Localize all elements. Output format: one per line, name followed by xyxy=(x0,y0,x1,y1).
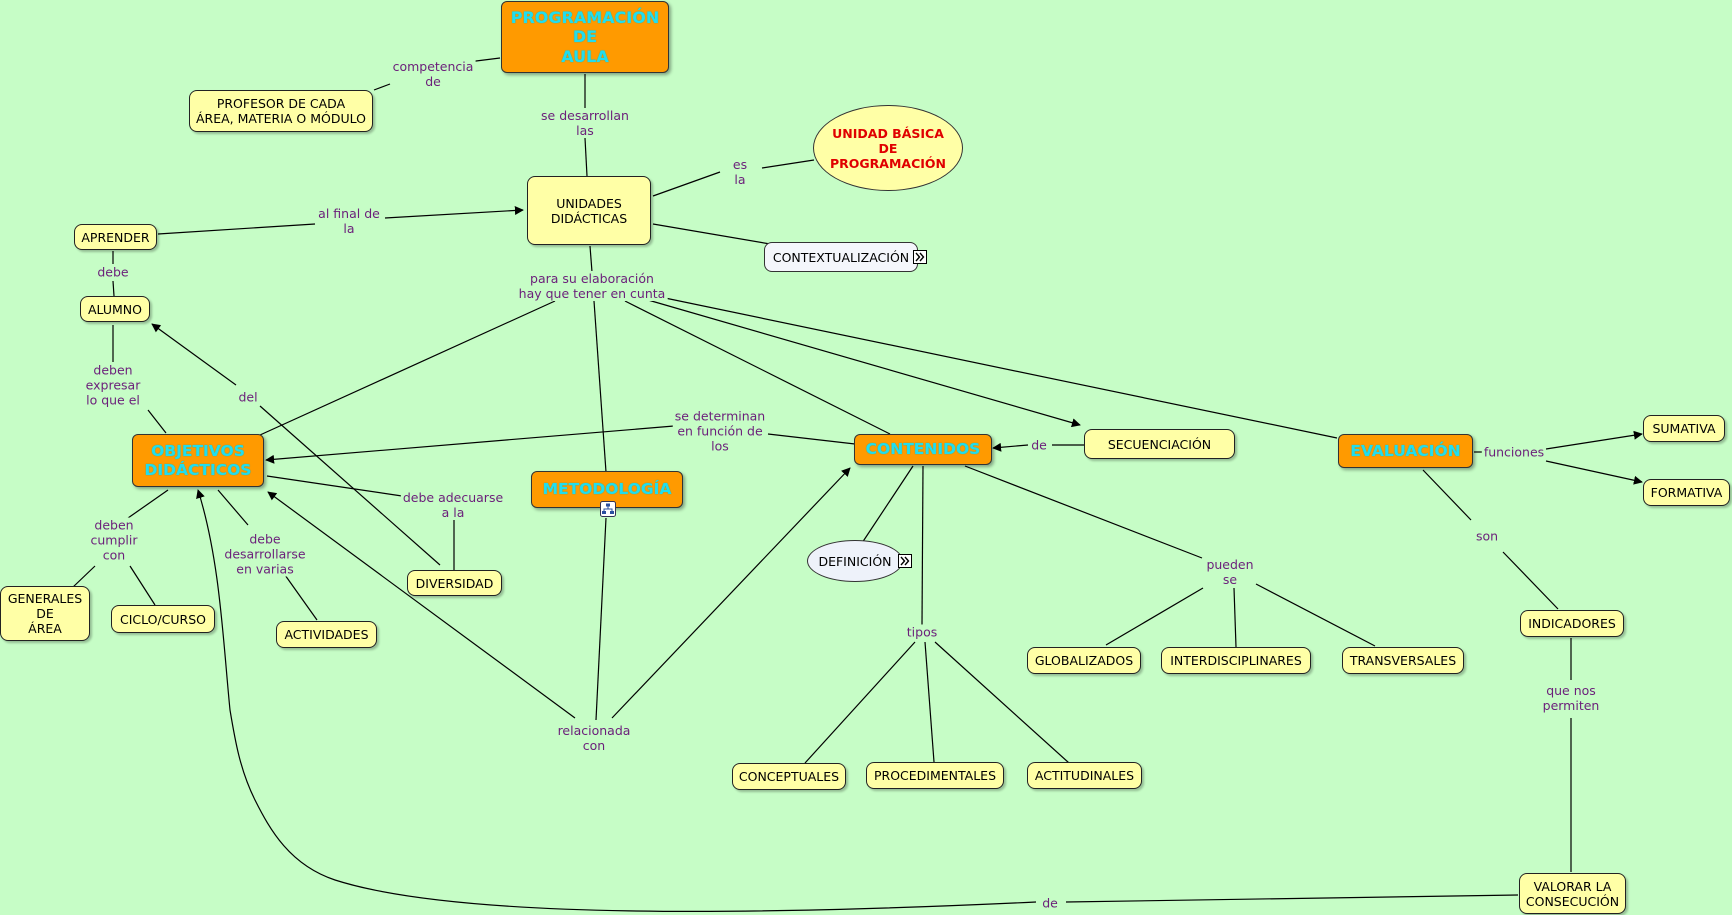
link-de-valorar: de xyxy=(1040,895,1060,911)
node-programacion-de-aula[interactable]: PROGRAMACIÓN DE AULA xyxy=(501,1,669,73)
edge-parasu-secuenciacion xyxy=(647,299,1081,428)
node-indicadores[interactable]: INDICADORES xyxy=(1520,610,1624,637)
node-transversales[interactable]: TRANSVERSALES xyxy=(1342,647,1464,674)
edge-unidades-esla xyxy=(652,171,721,197)
node-valorar-consecucion[interactable]: VALORAR LA CONSECUCIÓN xyxy=(1519,873,1626,914)
link-competencia-de: competencia de xyxy=(390,59,476,89)
edge-aprender-alfinal xyxy=(157,223,316,235)
edge-parasu-contenidos xyxy=(624,300,891,435)
contextualizacion-label: CONTEXTUALIZACIÓN xyxy=(772,249,910,265)
edge-funciones-sumativa xyxy=(1545,430,1643,450)
edge-cumplir-ciclo xyxy=(129,565,156,606)
edge-relacionada-contenidos xyxy=(611,467,851,719)
node-secuenciacion[interactable]: SECUENCIACIÓN xyxy=(1084,429,1235,459)
node-procedimentales[interactable]: PROCEDIMENTALES xyxy=(866,762,1004,789)
edge-cumplir-generales xyxy=(71,565,96,589)
node-definicion[interactable]: DEFINICIÓN xyxy=(807,540,903,582)
edge-de-contenidos xyxy=(992,442,1029,452)
node-globalizados[interactable]: GLOBALIZADOS xyxy=(1027,647,1141,674)
edge-contenidos-definicion xyxy=(861,465,914,544)
node-ciclo-curso[interactable]: CICLO/CURSO xyxy=(111,605,215,633)
edge-alfinal-unidades xyxy=(384,205,524,219)
node-sumativa[interactable]: SUMATIVA xyxy=(1643,415,1725,442)
edge-parasu-objetivos xyxy=(259,300,556,436)
double-chevron-icon[interactable] xyxy=(898,554,912,568)
double-chevron-icon[interactable] xyxy=(913,250,927,264)
node-alumno[interactable]: ALUMNO xyxy=(80,296,150,322)
node-unidad-basica[interactable]: UNIDAD BÁSICA DE PROGRAMACIÓN xyxy=(813,105,963,191)
edge-valorar-de xyxy=(1065,894,1519,903)
edge-tipos-actitudinales xyxy=(934,641,1070,764)
edge-deben-objetivos xyxy=(147,409,167,434)
node-unidades-didacticas[interactable]: UNIDADES DIDÁCTICAS xyxy=(527,176,651,245)
link-al-final-de-la: al final de la xyxy=(316,206,382,236)
link-del: del xyxy=(236,389,260,405)
link-relacionada-con: relacionada con xyxy=(555,723,633,753)
node-actividades[interactable]: ACTIVIDADES xyxy=(276,621,377,648)
node-actitudinales[interactable]: ACTITUDINALES xyxy=(1027,762,1142,789)
edge-objetivos-cumplir xyxy=(127,489,169,519)
link-que-nos-permiten: que nos permiten xyxy=(1540,683,1602,713)
definicion-label: DEFINICIÓN xyxy=(818,553,892,569)
edge-esla-unidad xyxy=(761,159,815,169)
edge-contenidos-pueden xyxy=(964,465,1203,559)
edge-objetivos-adecuarse xyxy=(266,475,403,497)
edge-del-alumno xyxy=(151,323,237,386)
node-formativa[interactable]: FORMATIVA xyxy=(1643,479,1730,506)
edge-relacionada-objetivos xyxy=(267,491,576,719)
edge-objetivos-desarrollarse xyxy=(217,489,249,526)
link-son: son xyxy=(1473,528,1501,544)
edge-metodologia-relacionada xyxy=(595,517,607,721)
link-pueden-se: pueden se xyxy=(1204,557,1256,587)
edge-unidades-contextualizacion xyxy=(652,223,783,247)
edge-pueden-transversales xyxy=(1255,583,1376,647)
node-generales-de-area[interactable]: GENERALES DE ÁREA xyxy=(0,586,90,641)
edge-competencia-profesor xyxy=(373,83,391,91)
edge-evaluacion-son xyxy=(1422,469,1472,521)
link-debe-adecuarse: debe adecuarse a la xyxy=(400,490,506,520)
edge-diversidad-del xyxy=(259,405,441,566)
node-diversidad[interactable]: DIVERSIDAD xyxy=(407,570,502,596)
edge-contenidos-determinan xyxy=(767,433,856,445)
node-contenidos[interactable]: CONTENIDOS xyxy=(854,434,992,465)
edge-desarrollan-unidades xyxy=(584,137,588,177)
edge-determinan-objetivos xyxy=(265,425,675,464)
link-debe: debe xyxy=(95,264,131,280)
edge-de-objetivos xyxy=(196,489,1037,913)
node-profesor[interactable]: PROFESOR DE CADA ÁREA, MATERIA O MÓDULO xyxy=(189,90,373,132)
link-funciones: funciones xyxy=(1481,444,1547,460)
link-debe-desarrollarse: debe desarrollarse en varias xyxy=(222,531,308,577)
edge-funciones-formativa xyxy=(1545,460,1643,485)
node-contextualizacion[interactable]: CONTEXTUALIZACIÓN xyxy=(764,242,918,272)
edge-desarrollarse-actividades xyxy=(284,574,318,621)
node-interdisciplinares[interactable]: INTERDISCIPLINARES xyxy=(1161,647,1311,674)
edge-debe-alumno xyxy=(112,280,115,297)
edge-contenidos-tipos xyxy=(921,465,924,626)
node-conceptuales[interactable]: CONCEPTUALES xyxy=(732,763,846,790)
link-de-secuenciacion: de xyxy=(1029,437,1049,453)
link-para-su-elaboracion: para su elaboración hay que tener en cun… xyxy=(516,271,668,301)
link-deben-expresar: deben expresar lo que el xyxy=(83,362,143,408)
edge-son-indicadores xyxy=(1502,551,1559,610)
edge-unidades-parasu xyxy=(589,245,593,273)
metodologia-label: METODOLOGÍA xyxy=(542,480,672,499)
link-se-desarrollan-las: se desarrollan las xyxy=(539,108,631,138)
edge-pueden-globalizados xyxy=(1105,587,1204,646)
link-deben-cumplir: deben cumplir con xyxy=(88,517,140,563)
edge-pueden-interdisciplinares xyxy=(1233,587,1237,648)
edge-tipos-conceptuales xyxy=(804,641,916,764)
node-evaluacion[interactable]: EVALUACIÓN xyxy=(1338,434,1473,468)
link-tipos: tipos xyxy=(904,624,940,640)
node-aprender[interactable]: APRENDER xyxy=(74,224,157,250)
edge-parasu-metodologia xyxy=(593,300,607,473)
link-es-la: es la xyxy=(730,157,750,187)
edge-parasu-evaluacion xyxy=(664,297,1338,439)
edge-tipos-procedimentales xyxy=(924,641,935,763)
link-se-determinan: se determinan en función de los xyxy=(672,408,768,454)
concept-map-icon[interactable] xyxy=(600,501,616,517)
node-objetivos-didacticos[interactable]: OBJETIVOS DIDÁCTICOS xyxy=(132,434,264,487)
